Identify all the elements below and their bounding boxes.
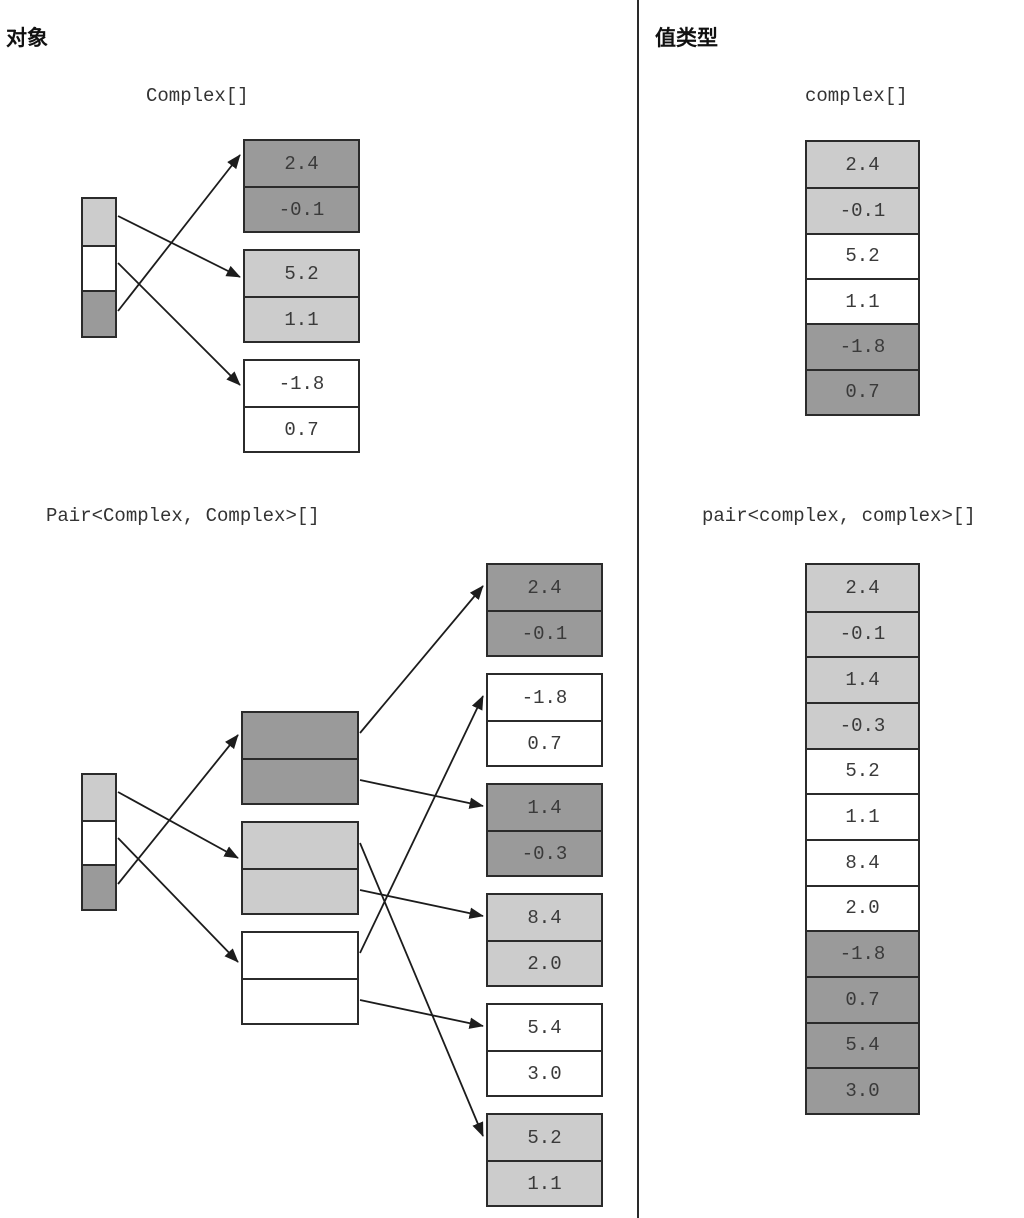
complex-object-2-field-1: 0.7: [245, 406, 358, 451]
complex-value-cell-0: 2.4: [807, 142, 918, 188]
pair-box-0[interactable]: [241, 711, 359, 805]
pair-complex-object-4-field-1: 3.0: [488, 1050, 601, 1095]
pair-complex-object-3-field-1: 2.0: [488, 940, 601, 985]
pair-object-2-field-0: [243, 933, 357, 978]
pair-value-cell-10: 5.4: [807, 1021, 918, 1068]
pair-object-0-field-1: [243, 758, 357, 803]
pair-complex-object-0-field-0: 2.4: [488, 565, 601, 610]
pair-complex-object-2-field-0: 1.4: [488, 785, 601, 830]
pair-complex-object-1-field-0: -1.8: [488, 675, 601, 720]
type-label-pair-value-array: pair<complex, complex>[]: [702, 505, 976, 527]
right-column-title: 值类型: [655, 27, 718, 50]
arrow-tl-slot2: [117, 154, 241, 312]
type-label-complex-array: Complex[]: [146, 85, 249, 107]
complex-object-0-field-0: 2.4: [245, 141, 358, 186]
pair-complex-object-2-field-1: -0.3: [488, 830, 601, 875]
arrow-pair0-first: [359, 585, 484, 734]
reference-cell-0[interactable]: [83, 199, 115, 245]
pair-box-1[interactable]: [241, 821, 359, 915]
complex-value-cell-1: -0.1: [807, 187, 918, 233]
pair-value-cell-7: 2.0: [807, 884, 918, 931]
pair-value-cell-1: -0.1: [807, 610, 918, 657]
pair-complex-object-4-field-0: 5.4: [488, 1005, 601, 1050]
reference-cell-1[interactable]: [83, 819, 115, 865]
pair-value-cell-9: 0.7: [807, 975, 918, 1022]
complex-object-1-field-1: 1.1: [245, 296, 358, 341]
arrow-tl-slot1: [117, 262, 241, 386]
arrow-pair1-second: [359, 889, 484, 919]
arrow-bl-slot1: [117, 837, 239, 963]
arrow-pair2-first: [359, 695, 484, 954]
complex-object-1-field-0: 5.2: [245, 251, 358, 296]
complex-object-2-field-0: -1.8: [245, 361, 358, 406]
object-box-pair-complex-2[interactable]: 1.4-0.3: [486, 783, 603, 877]
pair-object-0-field-0: [243, 713, 357, 758]
pair-complex-object-3-field-0: 8.4: [488, 895, 601, 940]
arrow-pair1-first: [359, 842, 484, 1137]
type-label-pair-array: Pair<Complex, Complex>[]: [46, 505, 320, 527]
reference-cell-2[interactable]: [83, 290, 115, 336]
pair-complex-object-5-field-0: 5.2: [488, 1115, 601, 1160]
complex-object-0-field-1: -0.1: [245, 186, 358, 231]
complex-value-cell-2: 5.2: [807, 232, 918, 278]
pair-value-cell-0: 2.4: [807, 565, 918, 611]
pair-value-cell-4: 5.2: [807, 747, 918, 794]
pair-value-cell-8: -1.8: [807, 930, 918, 976]
pair-value-cell-5: 1.1: [807, 793, 918, 839]
arrow-bl-slot0: [117, 791, 239, 859]
object-box-complex-0[interactable]: 2.4-0.1: [243, 139, 360, 233]
pair-value-cell-2: 1.4: [807, 656, 918, 702]
arrow-bl-slot2: [117, 734, 239, 885]
pair-complex-object-5-field-1: 1.1: [488, 1160, 601, 1205]
complex-value-cell-5: 0.7: [807, 368, 918, 414]
reference-array-complex[interactable]: [81, 197, 117, 338]
reference-cell-1[interactable]: [83, 244, 115, 291]
complex-value-cell-4: -1.8: [807, 323, 918, 369]
arrow-pair2-second: [359, 999, 484, 1029]
pair-complex-object-0-field-1: -0.1: [488, 610, 601, 655]
arrow-pair0-second: [359, 779, 484, 809]
pair-box-2[interactable]: [241, 931, 359, 1025]
type-label-complex-value-array: complex[]: [805, 85, 908, 107]
object-box-pair-complex-0[interactable]: 2.4-0.1: [486, 563, 603, 657]
reference-array-pair[interactable]: [81, 773, 117, 911]
complex-value-cell-3: 1.1: [807, 277, 918, 324]
left-column-title: 对象: [6, 27, 48, 50]
column-divider: [637, 0, 639, 1218]
pair-value-cell-6: 8.4: [807, 838, 918, 885]
pair-object-1-field-0: [243, 823, 357, 868]
reference-cell-2[interactable]: [83, 864, 115, 909]
pair-value-cell-11: 3.0: [807, 1067, 918, 1113]
pair-object-2-field-1: [243, 978, 357, 1023]
reference-cell-0[interactable]: [83, 775, 115, 820]
pair-value-cell-3: -0.3: [807, 701, 918, 748]
arrow-tl-slot0: [117, 215, 241, 278]
pair-object-1-field-1: [243, 868, 357, 913]
pair-complex-object-1-field-1: 0.7: [488, 720, 601, 765]
